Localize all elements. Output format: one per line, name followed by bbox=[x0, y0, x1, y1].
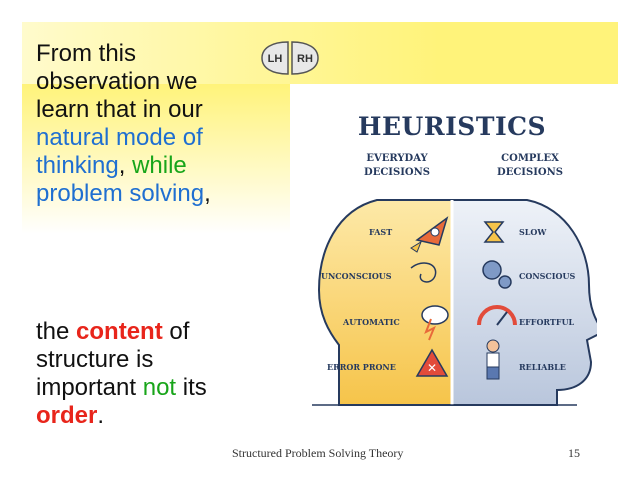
lightning-cloud-icon bbox=[421, 305, 449, 341]
text-line: learn that in our bbox=[36, 96, 203, 123]
label-conscious: CONSCIOUS bbox=[519, 271, 576, 281]
heading-line: EVERYDAY bbox=[366, 153, 428, 164]
period: . bbox=[97, 402, 105, 429]
hourglass-icon bbox=[483, 221, 505, 243]
heuristics-illustration: ✕ HEURISTICS EVERYDAY DECISIONS COMPLEX … bbox=[307, 100, 597, 410]
heads-graphic: ✕ bbox=[312, 199, 597, 406]
label-fast: FAST bbox=[369, 227, 393, 237]
label-reliable: RELIABLE bbox=[519, 362, 566, 372]
page-number: 15 bbox=[568, 446, 580, 460]
swirl-icon bbox=[410, 262, 437, 283]
rocket-icon bbox=[410, 216, 449, 253]
brain-hemispheres-icon: LH RH bbox=[261, 41, 319, 75]
highlight-order: order bbox=[36, 402, 98, 429]
highlight-not: not bbox=[142, 374, 177, 401]
highlight-thinking: thinking bbox=[36, 152, 119, 179]
label-unconscious: UNCONSCIOUS bbox=[321, 271, 392, 281]
text-part: important bbox=[36, 374, 143, 401]
complex-decisions-heading: COMPLEX DECISIONS bbox=[470, 152, 590, 180]
text-line: structure is bbox=[36, 346, 154, 373]
slide-footer: Structured Problem Solving Theory bbox=[232, 446, 404, 460]
heading-line: COMPLEX bbox=[501, 153, 559, 164]
yellow-header-band bbox=[22, 22, 618, 84]
label-slow: SLOW bbox=[519, 227, 547, 237]
highlight-while: while bbox=[132, 152, 187, 179]
text-line: observation we bbox=[36, 68, 198, 95]
label-effortful: EFFORTFUL bbox=[519, 317, 575, 327]
person-icon bbox=[486, 339, 500, 380]
text-part: of bbox=[162, 318, 190, 345]
highlight-content: content bbox=[76, 318, 163, 345]
lh-label: LH bbox=[268, 53, 283, 65]
comma: , bbox=[118, 152, 133, 179]
left-head-shape bbox=[317, 199, 453, 406]
gears-icon bbox=[482, 260, 512, 289]
gauge-icon bbox=[477, 305, 517, 326]
warning-icon: ✕ bbox=[415, 348, 449, 377]
label-error-prone: ERROR PRONE bbox=[327, 362, 396, 372]
conclusion-paragraph: the content of structure is important no… bbox=[36, 318, 207, 430]
heading-line: DECISIONS bbox=[364, 167, 430, 178]
observation-paragraph: From this observation we learn that in o… bbox=[36, 40, 211, 208]
heuristics-title: HEURISTICS bbox=[357, 112, 547, 141]
highlight-problem-solving: problem solving bbox=[36, 180, 205, 207]
highlight-natural-mode: natural mode of bbox=[36, 124, 203, 151]
comma: , bbox=[204, 180, 211, 207]
label-automatic: AUTOMATIC bbox=[343, 317, 400, 327]
text-line: From this bbox=[36, 40, 137, 67]
yellow-left-panel bbox=[22, 84, 290, 234]
rh-label: RH bbox=[297, 53, 313, 65]
heading-line: DECISIONS bbox=[497, 167, 563, 178]
everyday-decisions-heading: EVERYDAY DECISIONS bbox=[337, 152, 457, 180]
svg-text:✕: ✕ bbox=[427, 361, 437, 375]
text-part: the bbox=[36, 318, 77, 345]
text-part: its bbox=[176, 374, 207, 401]
